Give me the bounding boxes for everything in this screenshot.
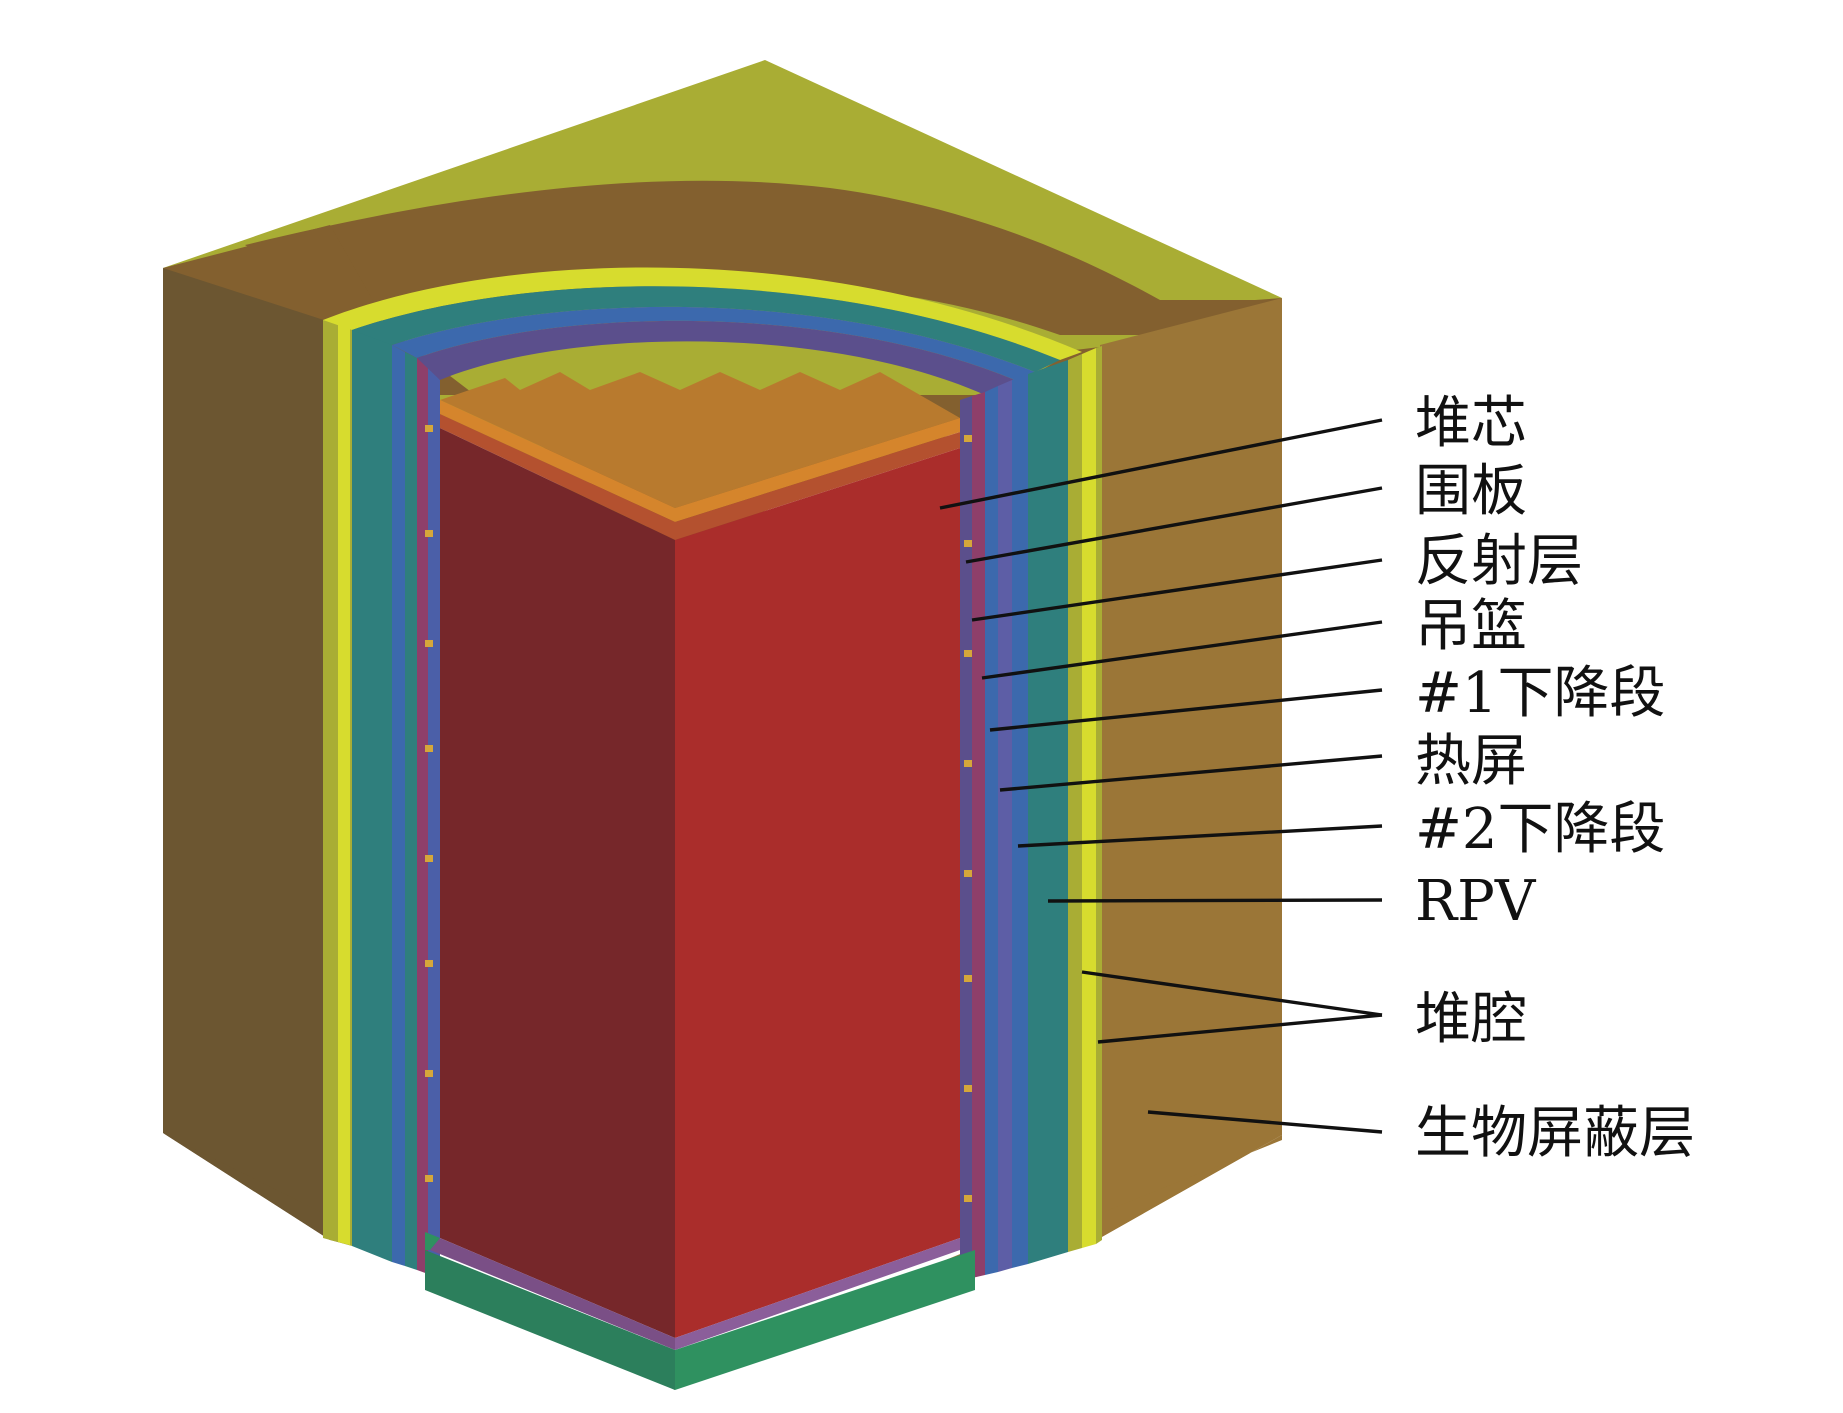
spacer-dot [425, 1175, 433, 1182]
top-rings [323, 267, 1082, 395]
bottom-green-right [675, 1250, 975, 1390]
bioshield-right-face [1100, 298, 1282, 1238]
right-annular-layers [960, 346, 1102, 1280]
rpv-right [1028, 360, 1068, 1264]
bottom-green-top-left [425, 1232, 440, 1250]
label-rpv: RPV [1415, 869, 1537, 934]
rpv-left [352, 315, 392, 1262]
spacer-dot [425, 960, 433, 967]
label-core: 堆芯 [1415, 391, 1527, 456]
cavity-right-c [1096, 346, 1102, 1244]
leader-downcomer2 [1017, 824, 1383, 848]
spacer-dot [964, 650, 972, 657]
spacer-dot [964, 870, 972, 877]
leader-core [939, 418, 1383, 510]
label-reflector: 反射层 [1415, 529, 1583, 594]
spacer-dot [425, 855, 433, 862]
reflector-left [428, 366, 440, 1278]
callout-labels: 堆芯 围板 反射层 吊篮 #1下降段 热屏 #2下降段 RPV 堆腔 生物屏蔽层 [1415, 391, 1695, 1166]
spacer-dot [964, 760, 972, 767]
spacer-dot [964, 1085, 972, 1092]
barrel-right [972, 392, 985, 1278]
downcomer2-right [1012, 374, 1028, 1268]
barrel-left [417, 358, 428, 1274]
spacer-dot [425, 745, 433, 752]
leader-downcomer1 [989, 688, 1383, 732]
cavity-right-a [1068, 354, 1082, 1252]
leader-thermal-shield [999, 754, 1383, 792]
label-barrel: 吊篮 [1415, 594, 1527, 659]
leader-rpv [1047, 898, 1383, 903]
leader-reflector [971, 558, 1383, 622]
core-top-rim2 [440, 414, 960, 540]
core-top-face [440, 372, 960, 508]
leader-barrel [981, 620, 1383, 680]
cavity-left-yellow [338, 314, 350, 1245]
cavity-right-b [1082, 348, 1096, 1248]
spacer-dot [425, 530, 433, 537]
spacer-dot [425, 640, 433, 647]
ring-inner [417, 320, 1015, 395]
leader-baffle [965, 486, 1383, 564]
spacer-dot [964, 975, 972, 982]
downcomer2-left [392, 345, 405, 1266]
bottom-purple-left [430, 1238, 675, 1350]
thermal-shield-left [405, 352, 417, 1270]
label-downcomer1: #1下降段 [1415, 661, 1666, 726]
bottom-plate [425, 1232, 975, 1390]
downcomer1-right [985, 386, 998, 1275]
spacer-dot [964, 1195, 972, 1202]
label-cavity: 堆腔 [1415, 987, 1527, 1052]
core [440, 372, 960, 1338]
spacer-dot [425, 1070, 433, 1077]
thermal-shield-right [998, 380, 1012, 1272]
reflector-right [960, 396, 972, 1280]
label-thermal-shield: 热屏 [1415, 729, 1527, 794]
spacer-dot [964, 540, 972, 547]
core-left-face [440, 428, 675, 1338]
core-top-rim [440, 400, 960, 522]
spacer-dots [425, 425, 972, 1202]
leader-cavity-1 [1081, 970, 1383, 1017]
leader-cavity-2 [1097, 1013, 1383, 1044]
label-downcomer2: #2下降段 [1415, 797, 1666, 862]
spacer-dot [425, 425, 433, 432]
leader-bioshield [1147, 1110, 1383, 1134]
bottom-green-left [425, 1250, 675, 1390]
label-baffle: 围板 [1415, 459, 1527, 524]
ring-downcomer2 [392, 306, 1035, 380]
ring-rpv [352, 286, 1060, 372]
bottom-purple-right [675, 1238, 960, 1350]
spacer-dot [964, 435, 972, 442]
ring-cavity [323, 267, 1082, 360]
bioshield-left-face [163, 268, 330, 1240]
left-annular-layers [323, 314, 440, 1278]
core-right-face [675, 448, 960, 1338]
callout-leaders [939, 418, 1383, 1134]
label-bioshield: 生物屏蔽层 [1415, 1101, 1695, 1166]
